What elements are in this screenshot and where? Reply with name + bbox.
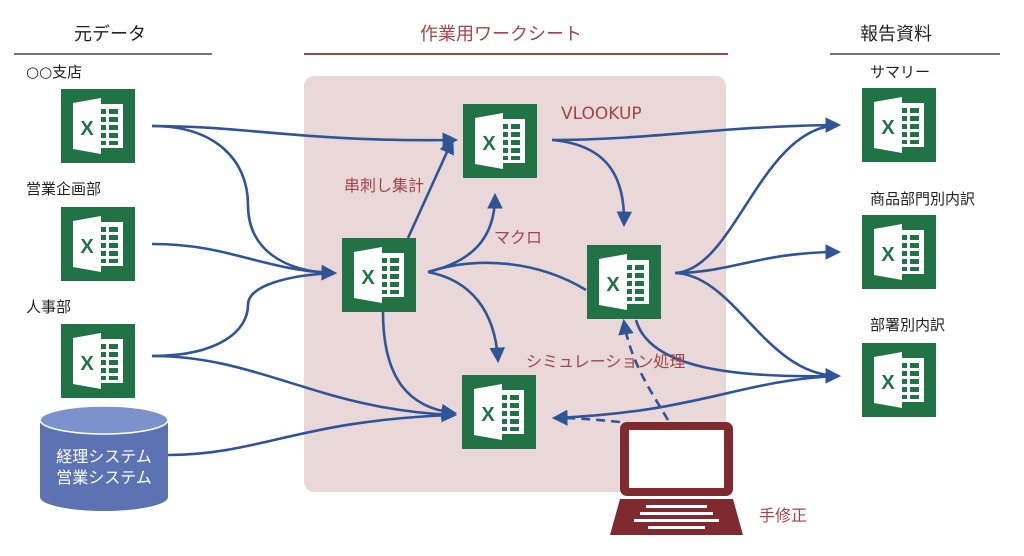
source-label-branch: ○○支店: [26, 63, 83, 81]
arrow-hr-to-aggregate: [151, 271, 335, 358]
process-label-macro: マクロ: [494, 228, 543, 247]
arrow-sales-to-aggregate: [151, 242, 338, 281]
excel-icon-hr: [61, 324, 135, 398]
arrow-vlookup-to-summary: [551, 117, 842, 142]
excel-icon-department-breakdown: [862, 343, 936, 417]
excel-icon-vlookup: [463, 104, 537, 178]
arrow-branch-to-aggregate: [151, 124, 338, 281]
process-label-simulation: シミュレーション処理: [526, 352, 686, 371]
excel-icon-summary: [862, 88, 936, 162]
report-label-summary: サマリー: [870, 63, 931, 81]
excel-icon-branch: [61, 89, 135, 163]
database-label-accounting: 経理システム: [56, 447, 152, 466]
arrow-macro-to-department-lower: [634, 319, 839, 378]
arrow-aggregate-to-simulation-upper: [427, 270, 506, 364]
arrow-department-to-simulation: [551, 374, 839, 426]
excel-icon-aggregate: [342, 238, 416, 312]
excel-icon-simulation: [462, 375, 536, 449]
source-header: 元データ: [74, 24, 146, 45]
excel-icon-sales-planning: [61, 207, 135, 281]
arrow-db-to-simulation: [167, 413, 455, 457]
arrow-aggregate-to-simulation: [381, 311, 458, 420]
report-header: 報告資料: [860, 24, 932, 45]
arrow-aggregate-to-vlookup: [406, 138, 454, 239]
arrow-hr-to-simulation: [151, 354, 458, 423]
database-icon: [39, 405, 169, 511]
worksheet-area: [304, 76, 726, 492]
process-label-skewer: 串刺し集計: [344, 176, 425, 195]
source-label-sales-planning: 営業企画部: [26, 180, 102, 198]
excel-icon-product-breakdown: [862, 215, 936, 289]
arrow-macro-to-product: [674, 244, 842, 275]
arrow-manual-to-macro: [618, 318, 670, 421]
database-label-sales: 営業システム: [56, 468, 152, 487]
arrow-branch-to-vlookup: [151, 124, 459, 148]
process-label-manual: 手修正: [759, 506, 808, 525]
worksheet-header: 作業用ワークシート: [420, 24, 582, 45]
source-label-hr: 人事部: [26, 298, 72, 316]
report-label-department-breakdown: 部署別内訳: [870, 316, 946, 334]
report-label-product-breakdown: 商品部門別内訳: [870, 190, 976, 208]
laptop-icon: [610, 422, 743, 535]
arrow-macro-to-department: [674, 271, 842, 384]
arrow-macro-to-summary: [674, 123, 839, 275]
arrow-aggregate-to-macro: [427, 261, 587, 292]
excel-icon-macro: [587, 245, 661, 319]
process-label-vlookup: VLOOKUP: [561, 104, 642, 124]
arrow-vlookup-to-macro: [551, 138, 633, 228]
arrow-manual-to-simulation: [551, 410, 621, 426]
